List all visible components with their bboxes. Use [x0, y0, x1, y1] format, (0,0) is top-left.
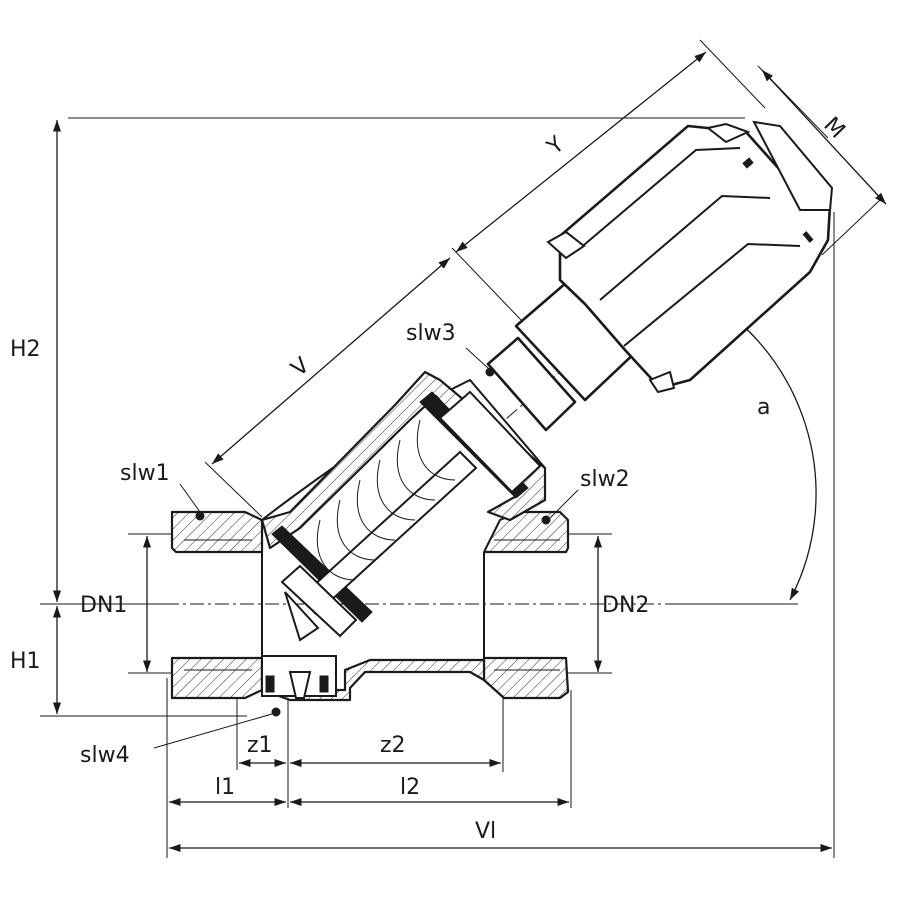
vertical-dimensions — [52, 119, 612, 714]
actuator-assembly — [486, 120, 834, 432]
label-slw1: slw1 — [120, 461, 170, 486]
label-a: a — [757, 395, 770, 420]
label-h1: H1 — [10, 649, 41, 674]
slw2-point — [541, 515, 551, 525]
label-l2: l2 — [400, 775, 420, 800]
measurement-points — [195, 367, 551, 717]
dimension-labels: H2 H1 DN1 DN2 V Y M a slw1 slw2 slw3 slw… — [10, 113, 850, 844]
label-h2: H2 — [10, 337, 41, 362]
inlet-end-section — [170, 510, 264, 554]
leader-lines — [153, 347, 579, 749]
label-slw4: slw4 — [80, 743, 130, 768]
internal-mechanism — [261, 390, 542, 699]
y-dimension-line — [455, 51, 707, 253]
label-l1: l1 — [215, 775, 235, 800]
v-dimension-line — [211, 257, 451, 465]
slw4-point — [271, 707, 281, 717]
slw3-point — [485, 367, 495, 377]
label-slw3: slw3 — [406, 321, 456, 346]
slw1-point — [195, 511, 205, 521]
label-m: M — [818, 113, 849, 144]
label-z1: z1 — [247, 733, 273, 758]
piston-block — [438, 390, 542, 494]
label-v: V — [287, 353, 315, 382]
horizontal-dimensions — [169, 758, 832, 853]
valve-plug — [280, 564, 358, 638]
label-y: Y — [542, 132, 570, 161]
label-vl: Vl — [475, 819, 496, 844]
label-slw2: slw2 — [580, 467, 630, 492]
m-dimension-line — [761, 69, 887, 205]
label-dn2: DN2 — [602, 593, 649, 618]
spring-coils — [316, 419, 456, 581]
stem-housing — [486, 336, 577, 432]
label-dn1: DN1 — [80, 593, 127, 618]
label-z2: z2 — [380, 733, 406, 758]
